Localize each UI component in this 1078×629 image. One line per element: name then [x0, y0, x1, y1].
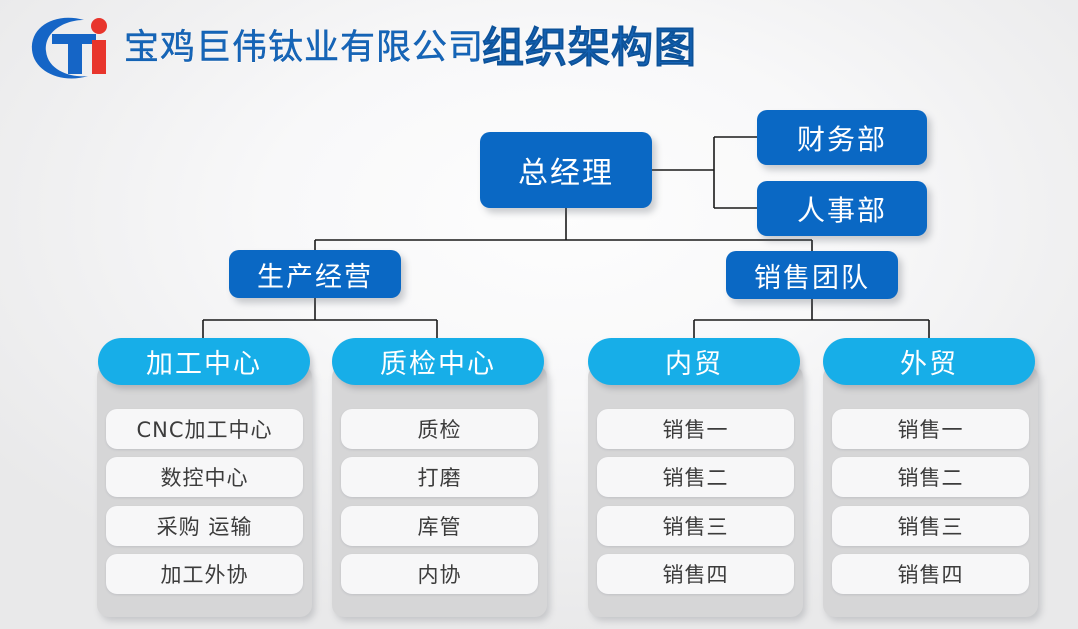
leaf-item-foreign-sales-4[interactable]: 销售四 — [832, 554, 1029, 594]
company-logo-icon — [22, 6, 126, 88]
leaf-item-domestic-sales-2[interactable]: 销售二 — [597, 457, 794, 497]
chart-title-text: 组织架构图 — [482, 22, 698, 72]
chart-header: 宝鸡巨伟钛业有限公司 组织架构图 — [0, 0, 1078, 95]
leaf-item-purchasing-transport[interactable]: 采购 运输 — [106, 506, 303, 546]
company-name-text: 宝鸡巨伟钛业有限公司 — [124, 27, 485, 68]
leaf-item-warehouse[interactable]: 库管 — [341, 506, 538, 546]
leaf-item-domestic-sales-4[interactable]: 销售四 — [597, 554, 794, 594]
node-finance-department[interactable]: 财务部 — [757, 110, 927, 165]
leaf-item-quality-check[interactable]: 质检 — [341, 409, 538, 449]
leaf-item-polishing[interactable]: 打磨 — [341, 457, 538, 497]
node-hr-department[interactable]: 人事部 — [757, 181, 927, 236]
leaf-item-foreign-sales-3[interactable]: 销售三 — [832, 506, 1029, 546]
node-general-manager[interactable]: 总经理 — [480, 132, 652, 208]
leaf-item-domestic-sales-3[interactable]: 销售三 — [597, 506, 794, 546]
leaf-item-internal-coordination[interactable]: 内协 — [341, 554, 538, 594]
leaf-item-nc-center[interactable]: 数控中心 — [106, 457, 303, 497]
node-foreign-trade[interactable]: 外贸 — [823, 338, 1035, 385]
leaf-item-cnc-machining[interactable]: CNC加工中心 — [106, 409, 303, 449]
node-production-operations[interactable]: 生产经营 — [229, 250, 401, 298]
node-machining-center[interactable]: 加工中心 — [98, 338, 310, 385]
node-quality-center[interactable]: 质检中心 — [332, 338, 544, 385]
leaf-item-domestic-sales-1[interactable]: 销售一 — [597, 409, 794, 449]
node-domestic-trade[interactable]: 内贸 — [588, 338, 800, 385]
leaf-item-machining-outsourcing[interactable]: 加工外协 — [106, 554, 303, 594]
page-title: 宝鸡巨伟钛业有限公司 组织架构图 — [124, 12, 697, 76]
leaf-item-foreign-sales-1[interactable]: 销售一 — [832, 409, 1029, 449]
leaf-item-foreign-sales-2[interactable]: 销售二 — [832, 457, 1029, 497]
node-sales-team[interactable]: 销售团队 — [726, 251, 898, 299]
